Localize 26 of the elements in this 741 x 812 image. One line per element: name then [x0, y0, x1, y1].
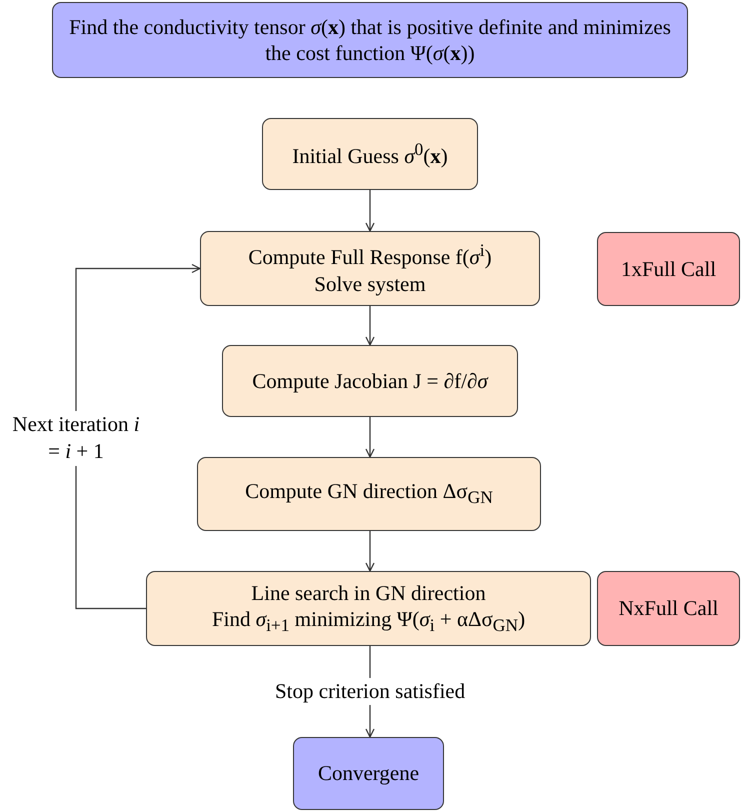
arrow — [365, 417, 375, 458]
arrow — [365, 190, 375, 232]
box-text: Find the conductivity tensor σ(x) that is positive definite and minimizes the cost function Ψ(σ(x)) — [68, 14, 672, 66]
goal-box — [52, 2, 688, 78]
box-text: NxFull Call — [618, 595, 718, 622]
box-text: Convergene — [318, 760, 420, 787]
box-text: Initial Guess σ$^{0}$(x) — [292, 138, 448, 170]
arrow — [365, 306, 375, 346]
process-box — [197, 457, 541, 531]
box-text: Compute Full Response f(σ$^{i}$) — [248, 240, 492, 270]
box-text: Compute GN direction Δσ$_{GN}$ — [245, 478, 493, 510]
edge-label: Stop criterion satisfied — [275, 678, 466, 706]
process-box — [146, 571, 591, 646]
box-text: 1xFull Call — [620, 256, 716, 282]
box-text: Compute Jacobian J = ∂f/∂σ — [252, 368, 488, 394]
cost-box — [597, 232, 740, 306]
box-text: Line search in GN direction — [251, 580, 486, 606]
process-box — [200, 231, 540, 306]
box-text: Find σ$_{i+1}$ minimizing Ψ(σ$_{i}$ + αΔσ$_{GN}$) — [212, 606, 526, 638]
arrow — [75, 264, 201, 610]
process-box — [222, 345, 518, 417]
process-box — [262, 118, 478, 190]
box-text: Solve system — [314, 270, 426, 297]
cost-box — [597, 571, 740, 646]
arrow — [365, 531, 375, 572]
goal-box — [293, 737, 444, 810]
